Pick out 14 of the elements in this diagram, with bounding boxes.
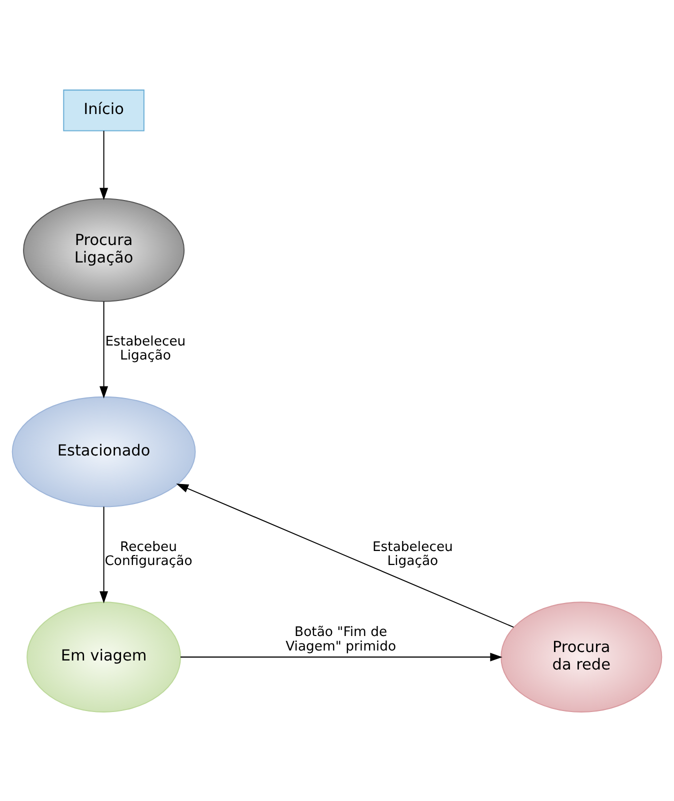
arrow <box>180 652 502 661</box>
node-ellipse: Estacionado <box>12 396 196 507</box>
node-ellipse: Procura da rede <box>500 601 662 712</box>
arrow <box>100 130 108 200</box>
node-ellipse: Em viagem <box>26 601 182 712</box>
node-ellipse: Procura Ligação <box>23 198 185 302</box>
arrow <box>100 506 108 603</box>
arrow <box>100 301 108 398</box>
arrow <box>176 483 514 628</box>
edge-label: Botão "Fim de Viagem" primido <box>286 624 396 654</box>
edge-label: Recebeu Configuração <box>104 539 192 569</box>
edge-label: Estabeleceu Ligação <box>105 334 186 364</box>
edge-label: Estabeleceu Ligação <box>372 539 453 569</box>
node-box: Início <box>63 89 144 131</box>
